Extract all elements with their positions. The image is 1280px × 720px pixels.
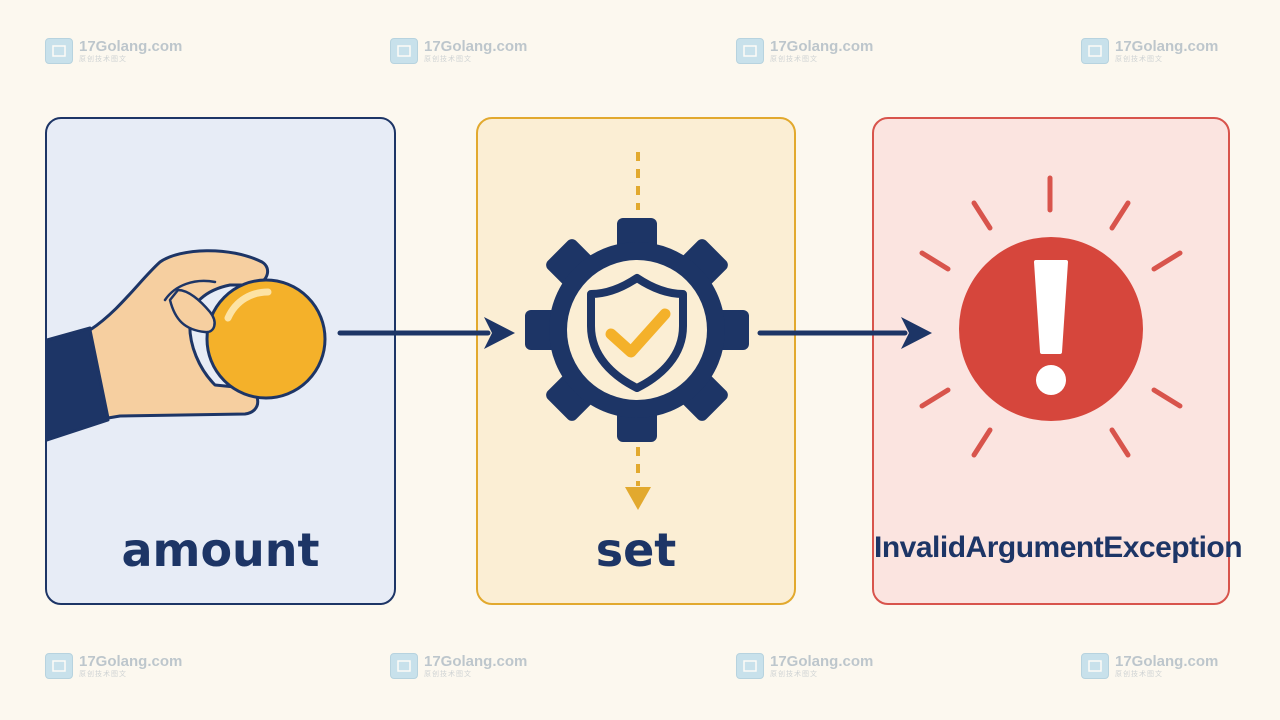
watermark-logo-icon [390,653,418,679]
shield-icon [587,274,687,392]
watermark-logo-icon [45,653,73,679]
watermark-subtitle: 原创技术图文 [424,670,472,678]
watermark-name: 17Golang.com [79,653,183,670]
watermark-subtitle: 原创技术图文 [79,670,127,678]
watermark-name: 17Golang.com [1115,38,1219,55]
watermark-logo-icon [1081,38,1109,64]
watermark-subtitle: 原创技术图文 [424,55,472,63]
watermark-subtitle: 原创技术图文 [1115,670,1163,678]
set-label: set [595,523,677,577]
watermark-name: 17Golang.com [424,653,528,670]
arrow-set-to-exception [757,317,932,349]
watermark-logo-icon [1081,653,1109,679]
watermark-subtitle: 原创技术图文 [79,55,127,63]
watermark-subtitle: 原创技术图文 [770,670,818,678]
watermark-logo-icon [45,38,73,64]
exclamation-alert-icon [919,175,1183,458]
checkmark-icon [605,308,671,358]
watermark-logo-icon [390,38,418,64]
hand-holding-coin-icon [45,249,327,442]
watermark-name: 17Golang.com [79,38,183,55]
exception-label: InvalidArgumentException [874,531,1243,564]
watermark-subtitle: 原创技术图文 [1115,55,1163,63]
coin-icon [205,278,327,400]
watermark-subtitle: 原创技术图文 [770,55,818,63]
watermark-name: 17Golang.com [770,653,874,670]
gear-shield-check-icon [525,218,749,442]
dashed-output-arrow [625,447,651,510]
watermark-logo-icon [736,38,764,64]
amount-label: amount [121,523,320,577]
watermark-logo-icon [736,653,764,679]
watermark-name: 17Golang.com [770,38,874,55]
watermark-name: 17Golang.com [424,38,528,55]
arrow-amount-to-set [337,317,515,349]
watermark-name: 17Golang.com [1115,653,1219,670]
